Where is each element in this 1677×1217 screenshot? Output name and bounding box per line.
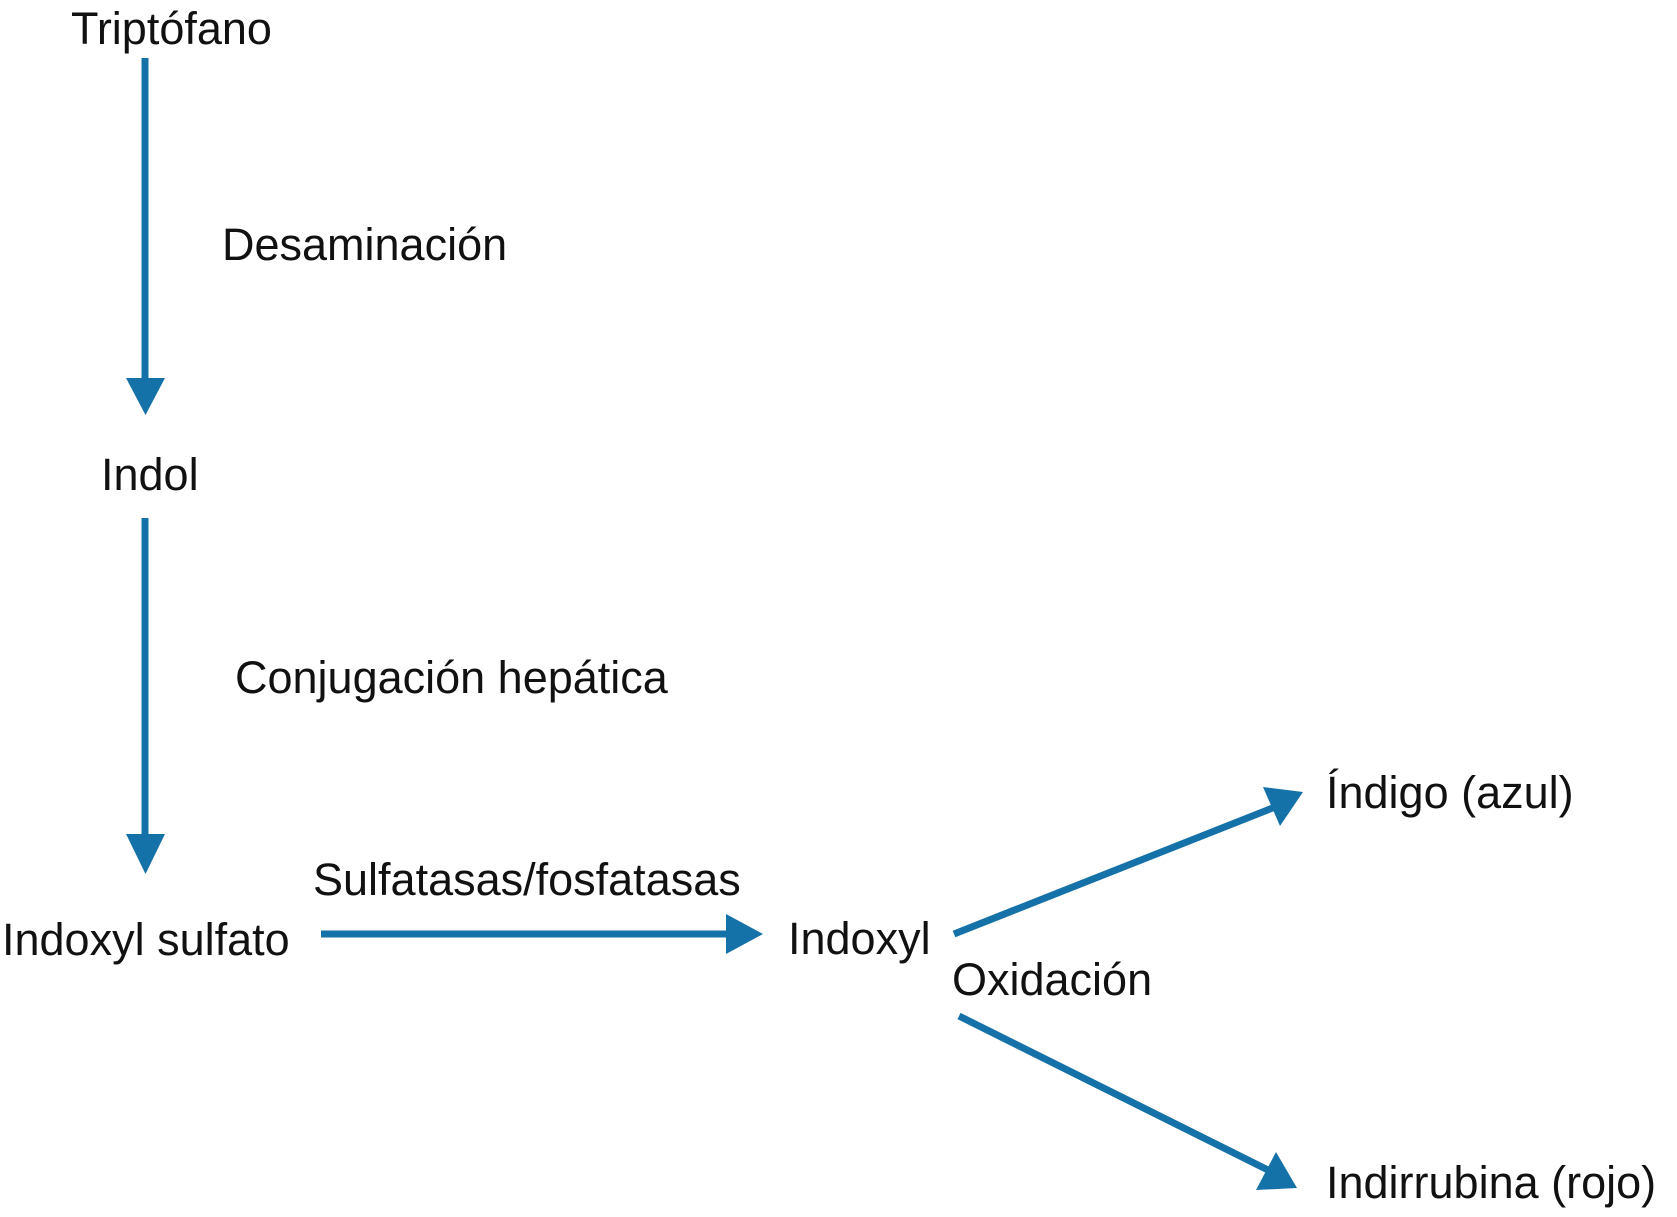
node-indol: Indol (101, 449, 199, 500)
arrow-conjugacion (126, 518, 165, 874)
node-triptofano: Triptófano (71, 3, 272, 54)
node-indirrubina: Indirrubina (rojo) (1326, 1157, 1657, 1208)
arrow-oxidacion-indirrubina (957, 1012, 1297, 1190)
step-sulfatasas-fosfatasas: Sulfatasas/fosfatasas (313, 854, 741, 905)
arrow-desaminacion (126, 58, 165, 415)
step-desaminacion: Desaminación (222, 219, 508, 270)
step-conjugacion-hepatica: Conjugación hepática (235, 652, 668, 703)
arrow-oxidacion-indigo (952, 787, 1303, 938)
node-indoxyl-sulfato: Indoxyl sulfato (2, 914, 290, 965)
node-indigo: Índigo (azul) (1326, 767, 1574, 818)
arrow-sulfatasas (321, 914, 763, 954)
node-indoxyl: Indoxyl (788, 913, 931, 964)
step-oxidacion: Oxidación (952, 954, 1153, 1005)
